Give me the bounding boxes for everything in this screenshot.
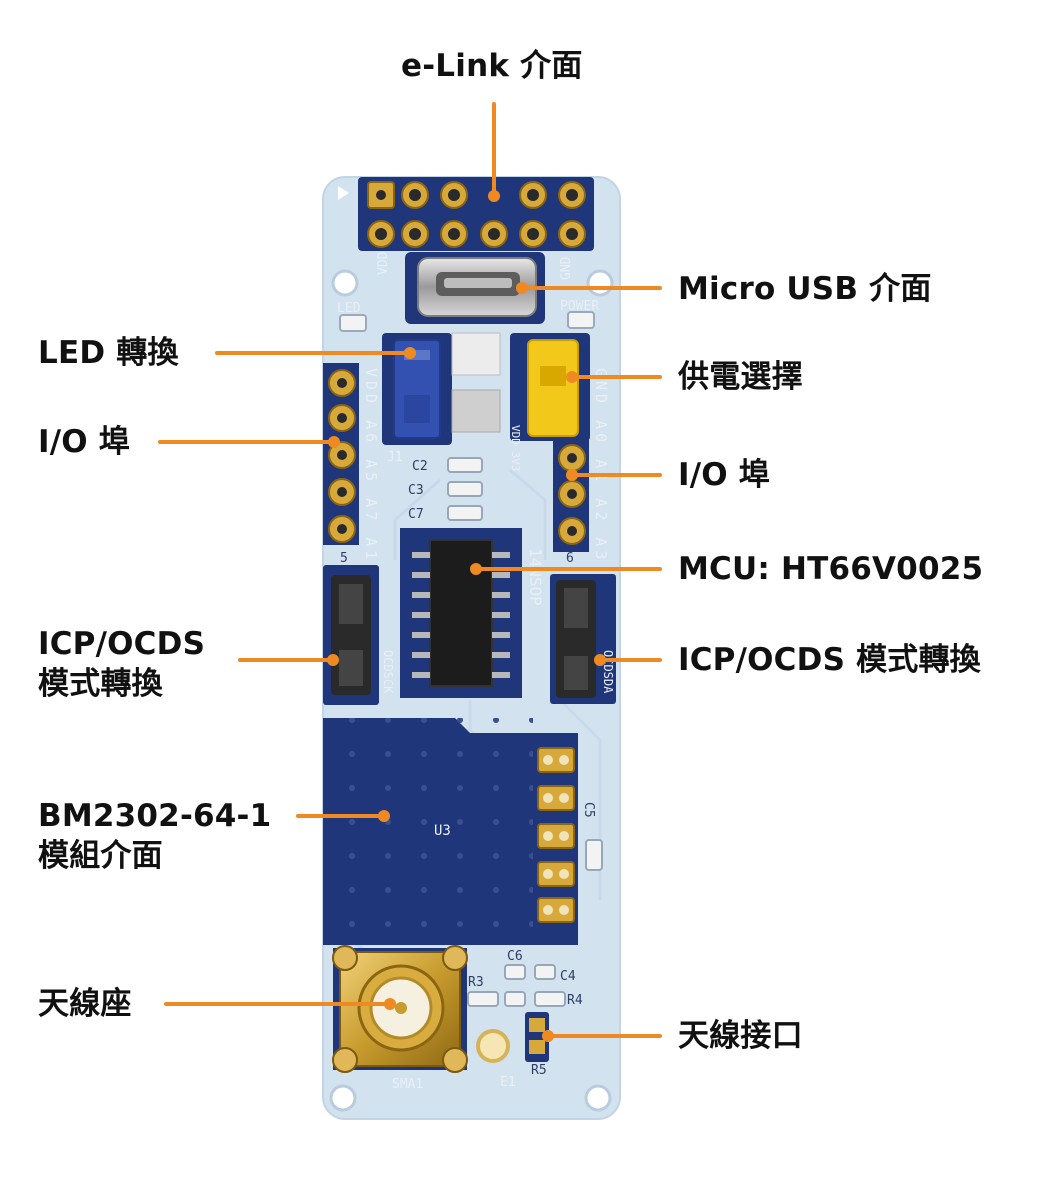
silk-c4: C4 [560,969,576,984]
label-bm-line2: 模組介面 [38,838,163,874]
e1-pad [476,1029,510,1063]
antenna-passives [467,964,566,1007]
silk-c6: C6 [507,949,523,964]
elink-header [338,177,594,251]
label-icp-left-line1: ICP/OCDS [38,626,206,662]
silk-pin5: 5 [340,551,348,566]
silk-r3: R3 [468,975,484,990]
silk-u3: U3 [434,823,451,839]
icp-ocds-left-jumper [323,565,379,705]
silk-vdd-3v3: VDD 3V3 [509,425,522,471]
label-icp-left-line2: 模式轉換 [38,666,163,702]
label-antenna-seat: 天線座 [38,986,132,1022]
left-io-header [323,363,359,545]
silk-pin6: 6 [566,551,574,566]
silk-sma1: SMA1 [392,1077,423,1092]
leader-lines [158,102,662,1038]
voltage-regulator [451,332,501,433]
silk-led: LED [337,301,361,316]
status-led [339,311,595,332]
label-power-select: 供電選擇 [678,359,803,395]
silk-c2: C2 [412,459,428,474]
silk-e1: E1 [500,1075,516,1090]
label-antenna-port: 天線接口 [678,1018,803,1054]
sma-antenna-seat [332,945,468,1073]
label-mcu: MCU: HT66V0025 [678,551,984,587]
leader-dots [327,190,606,1042]
label-io-left: I/O 埠 [38,424,131,460]
silk-vdd-top: VDD [376,251,391,275]
cap-c5 [585,839,603,871]
silk-gnd-top: GND [559,256,574,280]
power-select-jumper [510,333,590,441]
capacitors [447,457,483,521]
silk-r5: R5 [531,1063,547,1078]
silk-c3: C3 [408,483,424,498]
label-bm-line1: BM2302-64-1 [38,798,272,834]
mcu-chip [400,528,522,698]
silk-package: 14NSOP [526,548,545,606]
right-io-header [553,440,589,552]
silk-right-pins: GND A0 A1 A2 A3 [592,368,610,563]
silk-j1: J1 [387,450,403,465]
silk-power: POWER [560,299,599,314]
micro-usb-connector [405,252,545,324]
silk-r4: R4 [567,993,583,1008]
silk-left-pins: VDD A6 A5 A7 A1 [362,368,380,563]
label-micro-usb: Micro USB 介面 [678,271,932,307]
label-icp-right: ICP/OCDS 模式轉換 [678,642,981,678]
antenna-port [525,1012,549,1062]
bm2302-module [323,718,578,945]
silk-ocdsck: OCDSCK [381,650,395,694]
label-io-right: I/O 埠 [678,457,771,493]
icp-ocds-right-jumper [550,574,616,704]
label-elink: e-Link 介面 [401,48,583,84]
label-led: LED 轉換 [38,335,179,371]
silk-c5: C5 [581,802,596,818]
silk-c7: C7 [408,507,424,522]
led-jumper [382,333,452,445]
